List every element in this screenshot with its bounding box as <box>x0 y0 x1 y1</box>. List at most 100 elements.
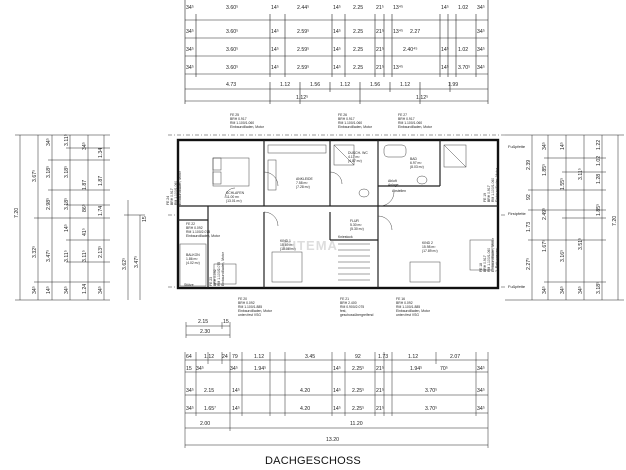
svg-text:RM 1.100/2.075: RM 1.100/2.075 <box>186 230 210 234</box>
dim-label: 2.13⁵ <box>98 246 104 258</box>
dim-label: 21⁵ <box>376 366 384 372</box>
dim-label: 3.18⁵ <box>46 166 52 178</box>
svg-text:BRH 0.917: BRH 0.917 <box>230 117 247 121</box>
svg-text:unten fest VSG: unten fest VSG <box>396 313 419 317</box>
dim-label: 14⁵ <box>441 47 449 53</box>
room-bad: BAD 6.97 m² (8.03 m²) <box>410 157 424 169</box>
dim-label: 2.07 <box>450 354 460 360</box>
dim-label: 14⁵ <box>64 224 70 232</box>
dim-label: 21⁵ <box>376 29 384 35</box>
dim-label: 13⁴⁵ <box>393 65 403 71</box>
dim-label: 15 <box>186 366 192 372</box>
dim-label: 1.55⁵ <box>560 178 566 190</box>
dim-label: 15 <box>223 319 229 325</box>
dim-label: 2.27⁵ <box>526 258 532 270</box>
svg-text:1.86 m²: 1.86 m² <box>186 257 198 261</box>
svg-text:fest,: fest, <box>340 309 346 313</box>
dim-label: 34⁵ <box>477 406 485 412</box>
dim-label: 14⁵ <box>333 65 341 71</box>
dim-label: 1.67⁵ <box>542 240 548 252</box>
svg-text:FE 22: FE 22 <box>186 222 195 226</box>
dim-label: 34⁵ <box>82 142 88 150</box>
dim-label: 34⁵ <box>477 388 485 394</box>
dim-label: 13⁴⁵ <box>393 29 403 35</box>
room-kind-1: KIND 1 15.69 m² (18.06 m²) <box>280 239 296 251</box>
dim-label: 2.59⁵ <box>297 29 309 35</box>
dim-label: 34⁵ <box>542 286 548 294</box>
dim-label: 1.34 <box>98 148 104 158</box>
dim-label: 2.27 <box>410 29 420 35</box>
dim-label: 1.73 <box>526 222 532 232</box>
dim-label: 1.28 <box>596 174 602 184</box>
top-dim-row-3: 34⁵ 3.60⁵ 14⁵ 2.59⁵ 14⁵ 2.25 21⁵ 2.40⁴⁵ … <box>186 47 485 53</box>
dim-label: 1.74 <box>98 206 104 216</box>
dim-label: 1.56 <box>310 82 320 88</box>
dim-label: 34⁵ <box>186 65 194 71</box>
dim-label: 3.32⁵ <box>32 246 38 258</box>
dim-label: 3.18⁵ <box>64 166 70 178</box>
dim-label: 1.56 <box>370 82 380 88</box>
dim-label: 7.20 <box>612 216 618 226</box>
svg-text:(17.89 m²): (17.89 m²) <box>422 249 438 253</box>
bottom-dim-row-5: 2.00 11.20 <box>200 421 363 427</box>
dim-label: 2.40⁴⁵ <box>403 47 417 53</box>
dim-label: 1.12⁵ <box>296 95 308 101</box>
top-dim-row-4: 34⁵ 3.60⁵ 14⁵ 2.59⁵ 14⁵ 2.25 21⁵ 13⁴⁵ 14… <box>186 65 485 71</box>
dim-label: 3.11⁵ <box>82 250 88 262</box>
top-dim-row-1: 34⁵ 3.60⁵ 14⁵ 2.44⁵ 14⁵ 2.25 21⁵ 13⁴⁵ 14… <box>186 5 485 11</box>
abluft-label: Abluft <box>388 179 397 183</box>
room-flur: FLUR 5.30 m² (5.30 m²) <box>350 219 364 231</box>
svg-text:2. Rettungsweg: 2. Rettungsweg <box>495 248 499 272</box>
svg-text:RM 1.100/1.060: RM 1.100/1.060 <box>338 121 362 125</box>
dim-label: 3.70⁵ <box>425 388 437 394</box>
svg-text:SCHLAFEN: SCHLAFEN <box>226 191 245 195</box>
svg-text:Einbaurollladen, Motor: Einbaurollladen, Motor <box>398 125 433 129</box>
window-fe23: FE 23 BRH 0.092 RM 1.100/2.075 Einbaurol… <box>209 251 225 286</box>
dim-label: 34⁵ <box>46 138 52 146</box>
stutze-label: Stütze <box>184 283 194 287</box>
dim-label: 1.94⁵ <box>410 366 422 372</box>
ridge-purlin-label: Firstpfette <box>508 211 527 216</box>
dim-label: 3.16⁵ <box>560 250 566 262</box>
dim-label: 13⁴⁵ <box>393 5 403 11</box>
window-fe27: FE 27 BRH 0.917 RM 1.100/1.060 Einbaurol… <box>398 113 433 129</box>
dim-label: 3.11⁵ <box>578 168 584 180</box>
dim-label: 2.39 <box>526 160 532 170</box>
dim-label: 1.12 <box>204 354 214 360</box>
svg-text:15.98 m²: 15.98 m² <box>422 245 436 249</box>
dim-label: 41⁵ <box>82 228 88 236</box>
svg-text:RM 1.100/2.075: RM 1.100/2.075 <box>217 262 221 286</box>
dim-label: 11.20 <box>350 421 363 427</box>
bottom-dim-row-3: 34⁵ 2.15 14⁵ 4.20 14⁵ 2.25⁵ 21⁵ 3.70⁵ 34… <box>186 388 485 394</box>
svg-text:6.97 m²: 6.97 m² <box>410 161 422 165</box>
dim-label: 3.70⁵ <box>458 65 470 71</box>
dim-label: 14⁵ <box>441 5 449 11</box>
svg-text:KIND 2: KIND 2 <box>422 241 433 245</box>
dim-label: 64 <box>186 354 192 360</box>
svg-text:BRH 0.917: BRH 0.917 <box>338 117 355 121</box>
svg-text:KIND 1: KIND 1 <box>280 239 291 243</box>
dim-label: 34⁵ <box>64 286 70 294</box>
svg-text:Einbaurollladen, Motor: Einbaurollladen, Motor <box>491 237 495 272</box>
dim-label: 2.25 <box>353 5 363 11</box>
dim-label: 2.98⁵ <box>46 198 52 210</box>
svg-text:BRH 0.917: BRH 0.917 <box>483 255 487 272</box>
svg-text:RM 1.100/1.885: RM 1.100/1.885 <box>396 305 420 309</box>
dim-label: 1.87 <box>82 180 88 190</box>
window-fe20: FE 20 BRH 0.092 RM 1.100/1.885 Einbaurol… <box>238 297 273 317</box>
dim-label: 2.15 <box>198 319 208 325</box>
dim-label: 14⁵ <box>271 47 279 53</box>
svg-text:FE 20: FE 20 <box>238 297 247 301</box>
svg-text:15.69 m²: 15.69 m² <box>280 243 294 247</box>
svg-text:Einbaurollladen, Motor: Einbaurollladen, Motor <box>186 234 221 238</box>
svg-text:Einbaurollladen, Motor: Einbaurollladen, Motor <box>495 167 499 202</box>
svg-text:(8.03 m²): (8.03 m²) <box>410 165 424 169</box>
right-dim-labels: Fußpfette Firstpfette Fußpfette 2.39 92 … <box>508 140 618 294</box>
dim-label: 92 <box>526 194 532 200</box>
svg-text:BRH 0.917: BRH 0.917 <box>487 185 491 202</box>
dim-label: 2.25 <box>353 47 363 53</box>
right-dimension-chains <box>505 134 624 301</box>
svg-text:FLUR: FLUR <box>350 219 359 223</box>
svg-text:BRH 0.917: BRH 0.917 <box>398 117 415 121</box>
